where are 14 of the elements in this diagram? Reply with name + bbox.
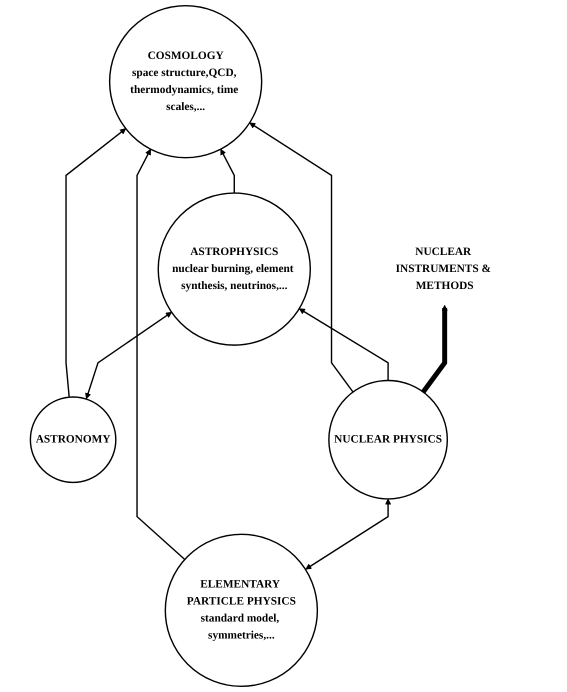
arrow (305, 498, 392, 570)
arrow (136, 148, 186, 560)
node-circle: ASTROPHYSICS nuclear burning, element synthesis, neutrinos,... (158, 192, 311, 346)
arrow (85, 312, 172, 400)
arrow (298, 308, 389, 380)
node-circle: NUCLEAR PHYSICS (328, 380, 448, 500)
arrow (249, 122, 354, 392)
node-circle: ASTRONOMY (30, 396, 117, 484)
node-circle: ELEMENTARY PARTICLE PHYSICS standard model, symmetries,... (164, 534, 318, 688)
node-text: NUCLEAR INSTRUMENTS & METHODS (396, 246, 491, 292)
arrow (421, 304, 448, 394)
node-circle: COSMOLOGY space structure,QCD, thermodynamics, time scales,... (108, 4, 262, 158)
arrow (220, 148, 235, 194)
arrow (65, 128, 126, 398)
